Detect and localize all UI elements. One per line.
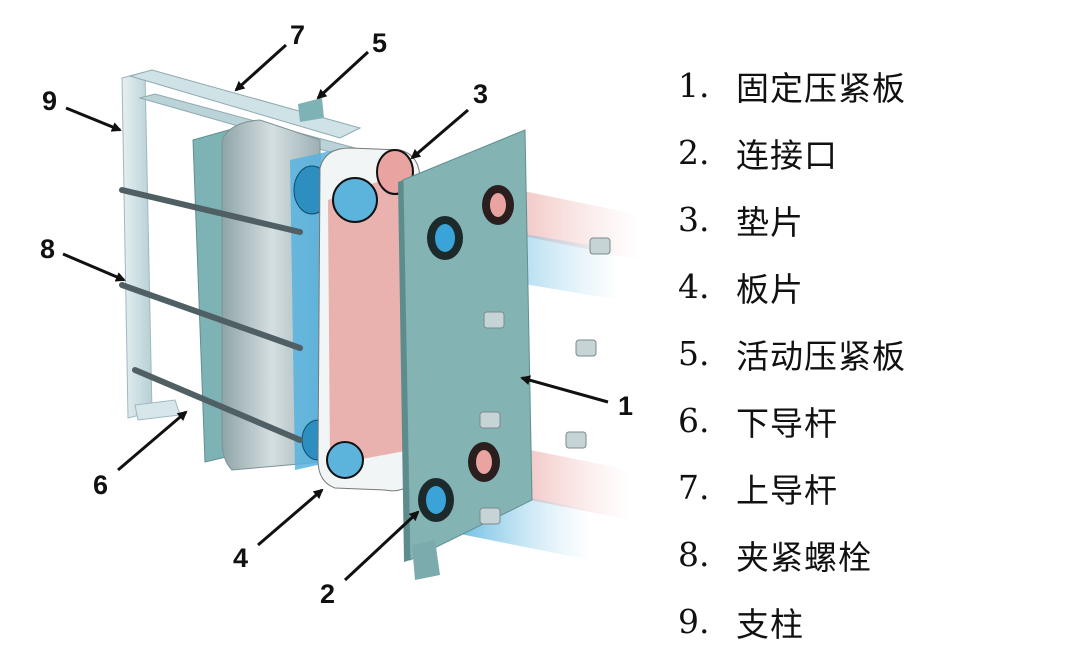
legend-label: 夹紧螺栓 [736,537,872,577]
callout-9: 9 [42,86,57,116]
legend-label: 连接口 [736,135,838,175]
callout-5: 5 [372,28,387,58]
fixed-pressure-plate [398,129,533,580]
callout-numbers: 1 2 3 4 5 6 7 9 8 [40,20,633,609]
support-column [121,71,181,421]
legend-item-4: 4. 板片 [678,253,1078,320]
legend-number: 2. [678,133,710,172]
legend-label: 上导杆 [736,470,838,510]
legend-item-6: 6. 下导杆 [678,387,1078,454]
callout-1: 1 [618,391,633,421]
legend-item-2: 2. 连接口 [678,119,1078,186]
legend-label: 支柱 [736,604,804,644]
legend-item-1: 1. 固定压紧板 [678,52,1078,119]
single-plate-with-gasket [317,147,421,492]
legend-item-7: 7. 上导杆 [678,454,1078,521]
legend-label: 固定压紧板 [736,68,906,108]
callout-2: 2 [320,579,335,609]
legend-item-9: 9. 支柱 [678,588,1078,655]
callout-8: 8 [40,234,55,264]
callout-4: 4 [233,543,248,573]
legend-item-3: 3. 垫片 [678,186,1078,253]
legend-number: 4. [678,267,710,306]
legend-label: 活动压紧板 [736,336,906,376]
legend-number: 1. [678,66,710,105]
legend-number: 9. [678,602,710,641]
legend-number: 8. [678,535,710,574]
callout-6: 6 [93,470,108,500]
heat-exchanger-diagram: 1 2 3 4 5 6 7 9 8 [40,20,640,609]
legend-label: 垫片 [736,202,804,242]
legend: 1. 固定压紧板 2. 连接口 3. 垫片 4. 板片 5. 活动压紧板 6. 下导杆 7.… [678,52,1078,655]
bar-ends [479,237,611,525]
legend-number: 5. [678,334,710,373]
legend-item-8: 8. 夹紧螺栓 [678,521,1078,588]
legend-label: 板片 [736,269,804,309]
legend-number: 7. [678,468,710,507]
callout-7: 7 [290,20,305,50]
legend-number: 3. [678,200,710,239]
legend-item-5: 5. 活动压紧板 [678,320,1078,387]
legend-number: 6. [678,401,710,440]
callout-arrows [62,43,609,582]
tightening-bolts [119,187,303,443]
callout-3: 3 [473,79,488,109]
legend-label: 下导杆 [736,403,838,443]
